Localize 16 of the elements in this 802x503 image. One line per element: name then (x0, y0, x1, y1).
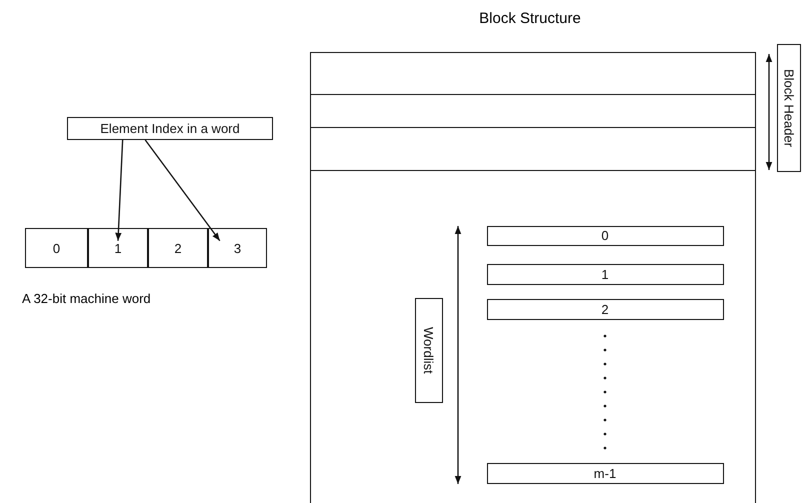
word-row: m-1 (486, 462, 724, 484)
word-cell: 3 (208, 228, 267, 268)
word-row: 1 (486, 264, 724, 284)
word-row: 0 (486, 226, 724, 246)
block-frame (310, 52, 756, 503)
arrow (144, 140, 220, 242)
diagram-title: Block Structure (478, 10, 582, 27)
word-cell: 0 (25, 228, 88, 268)
word-cell: 2 (148, 228, 208, 268)
word-row: 2 (486, 298, 724, 320)
word-cell: 1 (88, 228, 148, 268)
arrow (115, 140, 124, 241)
caption-text: A 32-bit machine word (22, 291, 151, 306)
vertical-label-box: Block Header (777, 44, 801, 172)
label-box: Element Index in a word (67, 117, 273, 140)
vertical-label-box: Wordlist (414, 298, 442, 402)
